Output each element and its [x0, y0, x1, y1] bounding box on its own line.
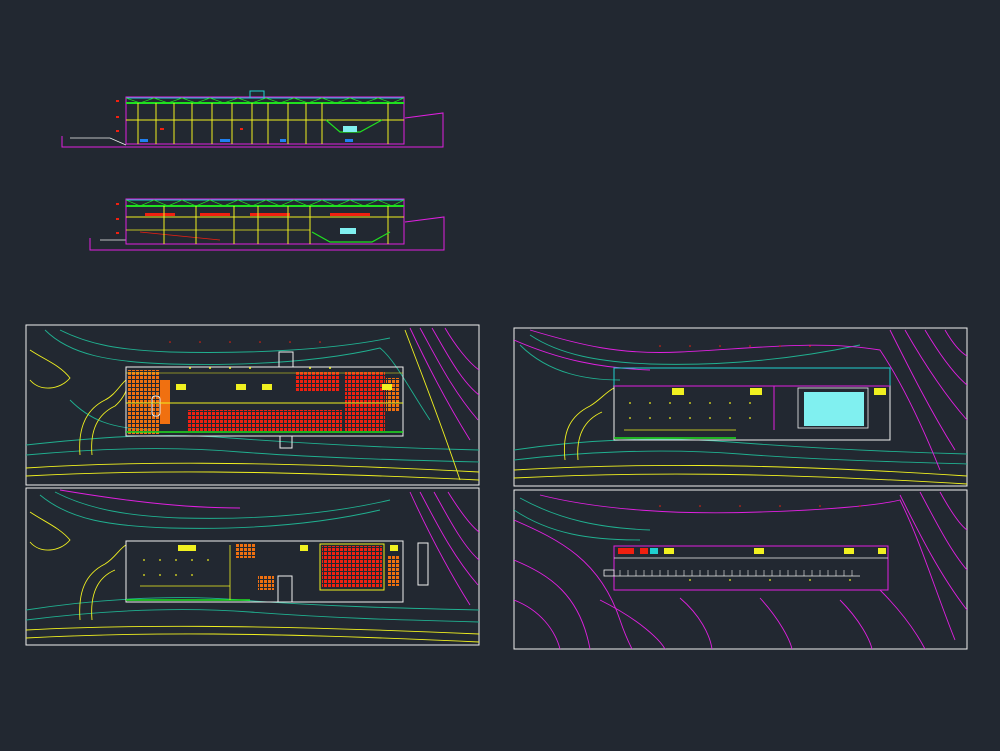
road-lines: [26, 511, 479, 643]
ramp-line: [139, 231, 221, 241]
column-lines: [163, 206, 389, 244]
auditorium-seating: [322, 546, 382, 588]
section-outline: [125, 198, 405, 245]
contour-lines: [514, 334, 967, 465]
classroom-block: [188, 410, 342, 432]
corridor-railing: [619, 570, 853, 576]
truss-row: [125, 199, 405, 207]
terrain-line: [89, 216, 445, 251]
classroom-block: [296, 372, 340, 392]
contour-lines-magenta: [514, 491, 967, 649]
contour-lines-magenta: [514, 329, 967, 471]
truss-row: [125, 97, 405, 104]
building-section-1: [61, 90, 444, 148]
plan-frame: [513, 489, 968, 650]
swimming-pool: [804, 392, 864, 426]
classroom-block: [128, 370, 160, 434]
ramp-line: [70, 137, 127, 146]
contour-lines-magenta: [409, 327, 479, 441]
floor-plan-ground: [25, 324, 480, 486]
contour-lines-magenta: [59, 489, 479, 606]
contour-lines: [514, 497, 651, 541]
contour-lines: [26, 329, 479, 463]
column-lines: [137, 103, 389, 144]
terrain-line: [61, 112, 444, 148]
plan-frame: [513, 327, 968, 487]
classroom-block: [345, 372, 385, 432]
auditorium-seating: [311, 231, 391, 243]
building-section-2: [89, 198, 445, 251]
road-lines: [514, 387, 967, 485]
road-lines: [26, 329, 479, 481]
plan-frame: [25, 487, 480, 646]
building-outline: [125, 366, 404, 437]
building-outline: [125, 540, 404, 603]
building-outline: [613, 545, 889, 591]
floor-plan-lower: [25, 487, 480, 646]
floor-plan-classrooms: [513, 489, 968, 650]
floor-plan-pool: [513, 327, 968, 487]
plan-frame: [25, 324, 480, 486]
